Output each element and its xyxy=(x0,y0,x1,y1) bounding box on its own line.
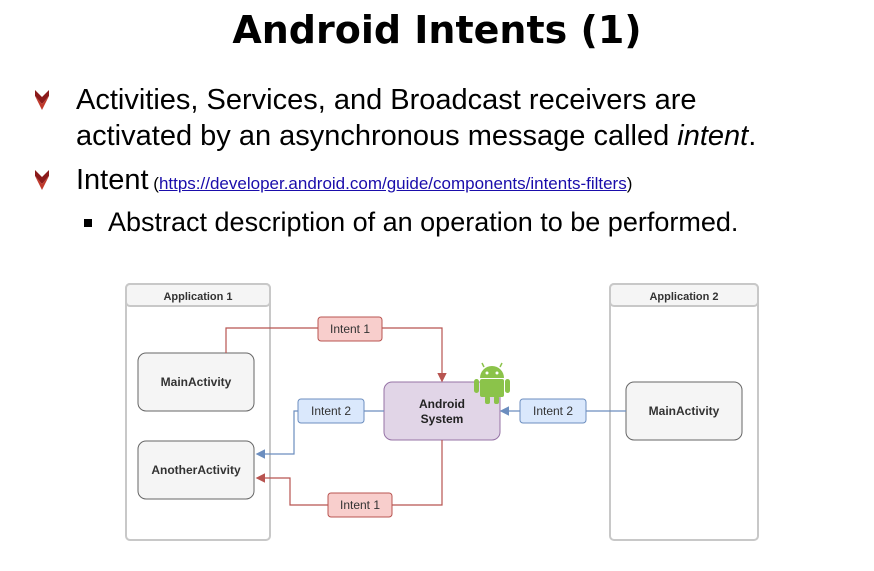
intent1-top-box: Intent 1 xyxy=(317,316,383,342)
intent1-bottom-box: Intent 1 xyxy=(327,492,393,518)
intent2-left-label: Intent 2 xyxy=(311,404,351,418)
main-activity-2-label: MainActivity xyxy=(649,404,720,418)
bullet1-end: . xyxy=(748,120,757,152)
application1-label: Application 1 xyxy=(163,291,232,303)
intent1-top-label: Intent 1 xyxy=(330,322,370,336)
intent1-bottom-label: Intent 1 xyxy=(340,498,380,512)
application2-label: Application 2 xyxy=(649,291,718,303)
bullet-activities: Activities, Services, and Broadcast rece… xyxy=(30,82,816,154)
bullet2-paren-open: ( xyxy=(148,174,159,193)
bullet1-text: Activities, Services, and Broadcast rece… xyxy=(76,84,697,152)
sub-bullet-text: Abstract description of an operation to … xyxy=(108,207,739,237)
android-system-line1: Android xyxy=(419,397,465,411)
intent2-right-box: Intent 2 xyxy=(519,398,587,424)
slide-title: Android Intents (1) xyxy=(232,8,642,52)
intent2-left-box: Intent 2 xyxy=(297,398,365,424)
android-robot-icon xyxy=(474,362,510,404)
bullet2-paren-close: ) xyxy=(626,174,633,193)
application1-container: Application 1 xyxy=(125,283,271,541)
bullet1-emph: intent xyxy=(677,120,749,152)
intent1-bottom-connector xyxy=(255,440,443,506)
intent-flow-diagram: Application 1 Application 2 MainActivity… xyxy=(125,283,759,541)
main-activity-2-box: MainActivity xyxy=(625,381,743,441)
arrow-bullet-icon xyxy=(35,90,49,110)
square-bullet-icon xyxy=(84,219,92,227)
sub-bullet: Abstract description of an operation to … xyxy=(84,204,738,240)
arrow-bullet-icon xyxy=(35,170,49,190)
android-system-line2: System xyxy=(421,412,464,426)
main-activity-1-label: MainActivity xyxy=(161,375,232,389)
intents-filters-link[interactable]: https://developer.android.com/guide/comp… xyxy=(158,174,627,193)
bullet-intent: Intent (https://developer.android.com/gu… xyxy=(30,162,632,202)
another-activity-label: AnotherActivity xyxy=(151,463,241,477)
bullet2-label: Intent xyxy=(76,164,149,196)
another-activity-box: AnotherActivity xyxy=(137,440,255,500)
main-activity-1-box: MainActivity xyxy=(137,352,255,412)
intent2-right-label: Intent 2 xyxy=(533,404,573,418)
